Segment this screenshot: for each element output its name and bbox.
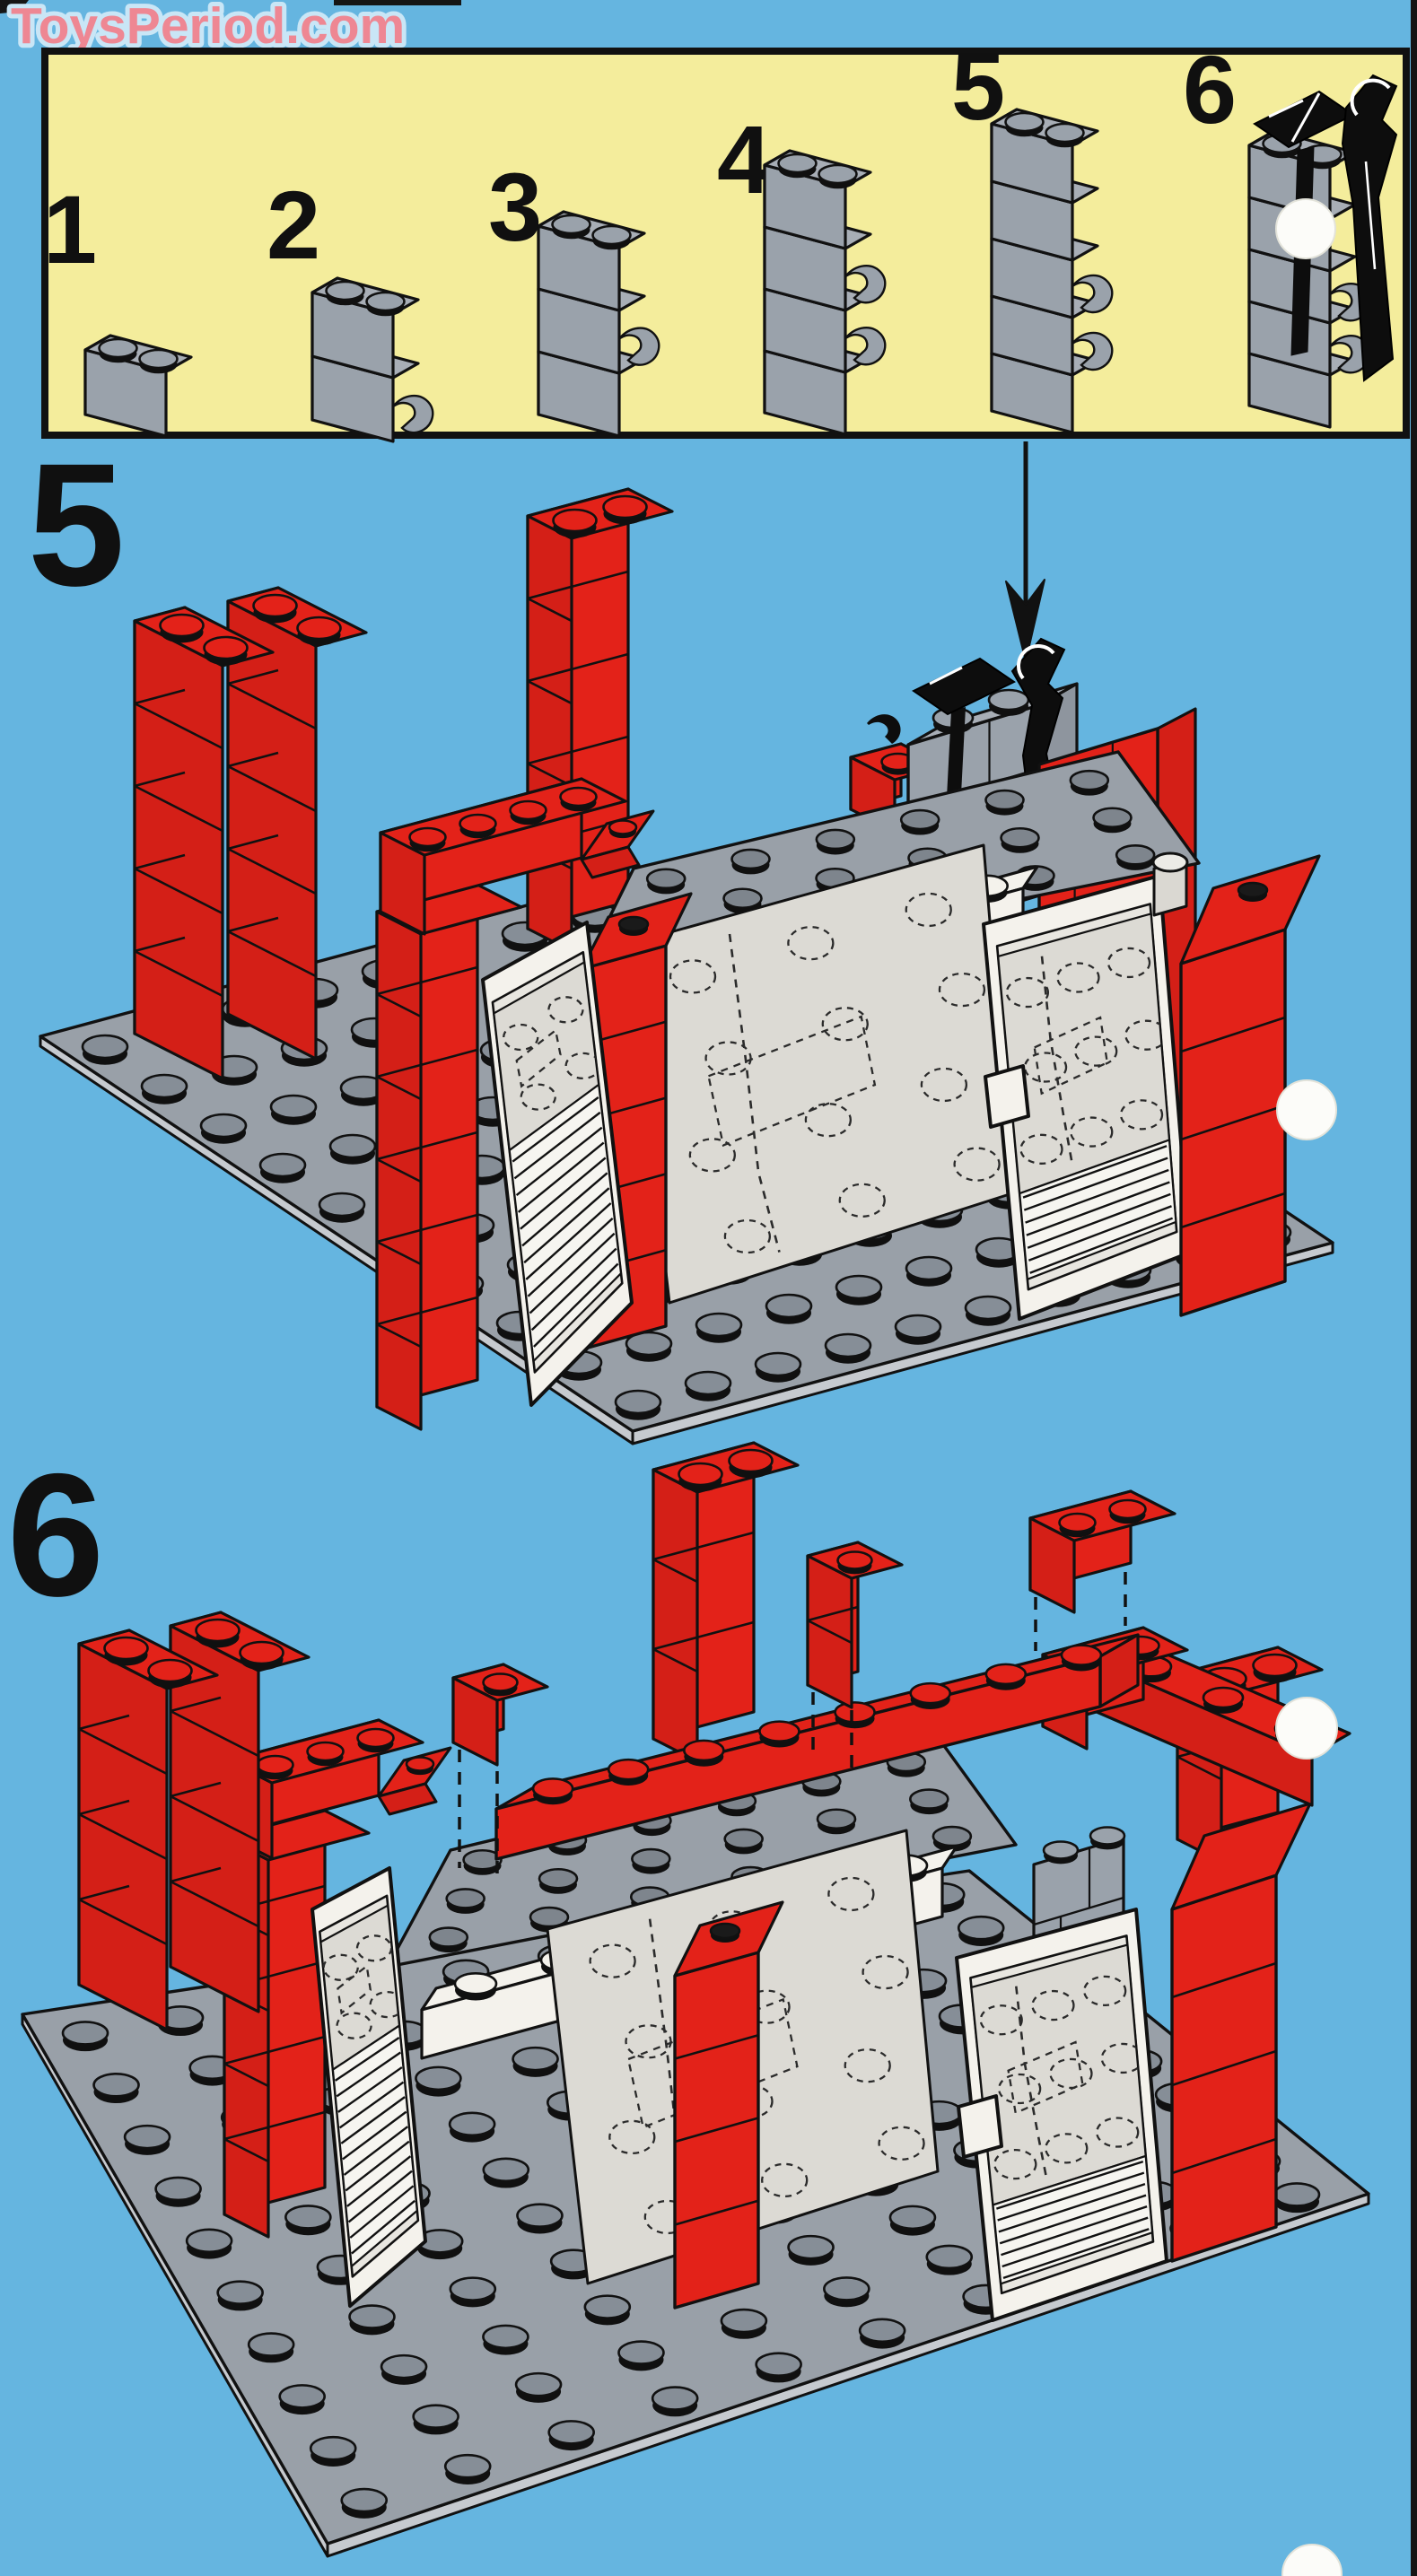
- parts-step-4-label: 4: [717, 105, 771, 214]
- step-6-number: 6: [7, 1437, 104, 1633]
- parts-brick-stacks: [83, 74, 1398, 443]
- parts-step-1-label: 1: [43, 175, 97, 284]
- hole-punch: [1281, 2544, 1343, 2576]
- hole-punch: [1276, 1079, 1337, 1140]
- step-5: 5: [28, 427, 1334, 1445]
- hole-punch: [1275, 198, 1336, 259]
- hole-punch: [1275, 1697, 1338, 1760]
- parts-panel-box: [41, 48, 1410, 439]
- assembly-arrow: [1005, 441, 1045, 662]
- hole-punches: [1275, 198, 1343, 2576]
- step-6: 6: [7, 1437, 1370, 2558]
- scan-artifact: [334, 0, 461, 5]
- parts-step-6-label: 6: [1183, 35, 1237, 144]
- step-6-model: [21, 1441, 1370, 2558]
- parts-step-3-label: 3: [488, 153, 542, 261]
- parts-step-2-label: 2: [267, 170, 320, 279]
- scan-artifact: [0, 0, 29, 13]
- step-5-number: 5: [28, 427, 125, 623]
- parts-panel: 1 2 3 4 5 6: [41, 31, 1410, 443]
- watermark: ToysPeriod.com: [11, 0, 405, 55]
- step-5-model: [39, 487, 1334, 1445]
- scan-edge: [1411, 0, 1417, 2576]
